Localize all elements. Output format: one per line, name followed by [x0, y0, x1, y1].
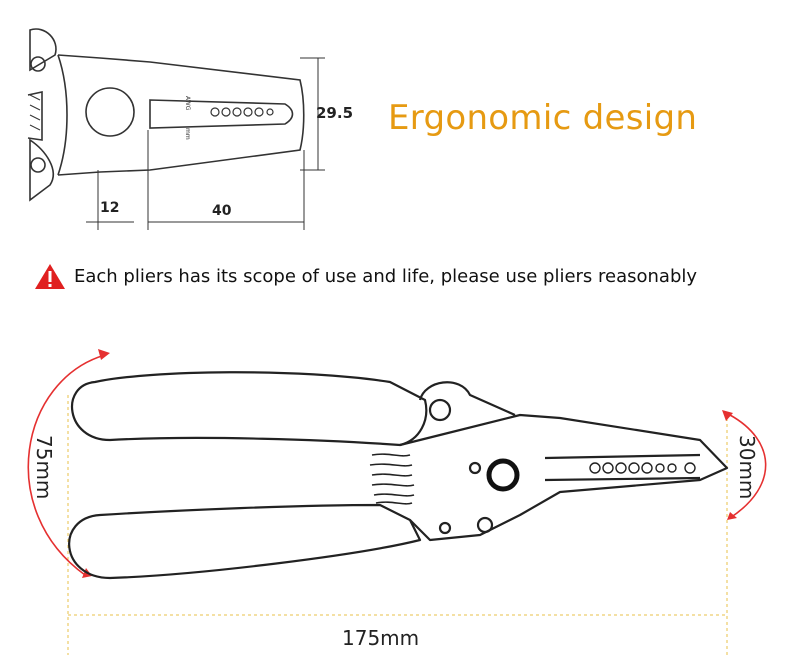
- warning-row: Each pliers has its scope of use and lif…: [34, 262, 697, 290]
- svg-text:AWG: AWG: [184, 96, 191, 111]
- svg-text:mm: mm: [184, 128, 191, 140]
- total-length-label: 175mm: [342, 626, 419, 650]
- pliers-outline-drawing: 75mm 30mm 175mm: [27, 349, 767, 655]
- jaw-length-label: 40: [212, 203, 232, 219]
- warning-text: Each pliers has its scope of use and lif…: [74, 265, 698, 287]
- pivot-offset-label: 12: [100, 200, 119, 216]
- warning-triangle-icon: [35, 264, 65, 289]
- handle-span-label: 75mm: [32, 435, 56, 499]
- jaw-height-label: 30mm: [735, 435, 759, 499]
- jaw-detail-drawing: AWG mm 12 40 29.5: [27, 28, 353, 230]
- headline: Ergonomic design: [388, 98, 698, 138]
- height-label: 29.5: [316, 104, 353, 122]
